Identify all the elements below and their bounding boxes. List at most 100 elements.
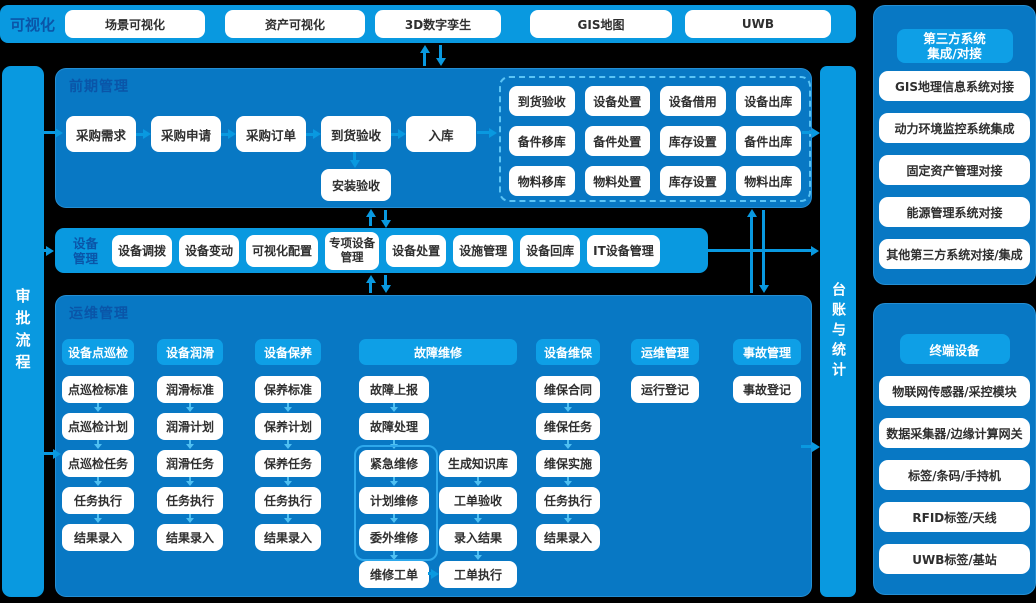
node-arrival-acceptance[interactable]: 到货验收 <box>321 116 391 152</box>
warehouse-operations-group: 到货验收 设备处置 设备借用 设备出库 备件移库 备件处置 库存设置 备件出库 … <box>499 76 811 202</box>
fault-repair-body: 故障上报 故障处理 紧急维修 计划维修 委外维修 维修工单 生成知识库 工单验收 <box>354 376 517 588</box>
ops-header-fault-repair[interactable]: 故障维修 <box>359 339 517 365</box>
ops-header-accident[interactable]: 事故管理 <box>733 339 801 365</box>
node-equipment-return[interactable]: 设备回库 <box>520 234 581 267</box>
small-down-arrow-icon <box>94 403 102 412</box>
node-other-integration[interactable]: 其他第三方系统对接/集成 <box>879 239 1030 269</box>
node-lube-task[interactable]: 润滑任务 <box>157 450 223 477</box>
node-spare-outbound[interactable]: 备件出库 <box>735 126 801 156</box>
small-down-arrow-icon <box>186 440 194 449</box>
node-material-transfer[interactable]: 物料移库 <box>509 166 575 196</box>
terminal-devices-header[interactable]: 终端设备 <box>899 334 1010 364</box>
small-down-arrow-icon <box>390 403 398 412</box>
node-maint-result[interactable]: 结果录入 <box>255 524 321 551</box>
node-scene-visualization[interactable]: 场景可视化 <box>65 10 205 38</box>
ops-header-maintenance[interactable]: 设备保养 <box>255 339 321 365</box>
node-knowledge-base[interactable]: 生成知识库 <box>439 450 517 477</box>
arrow-right-icon <box>44 127 63 138</box>
node-inspection-task[interactable]: 点巡检任务 <box>62 450 134 477</box>
node-installation-acceptance[interactable]: 安装验收 <box>321 169 391 201</box>
node-spare-transfer[interactable]: 备件移库 <box>509 126 575 156</box>
node-purchase-order[interactable]: 采购订单 <box>236 116 306 152</box>
node-emergency-repair[interactable]: 紧急维修 <box>359 450 429 477</box>
node-warranty-task[interactable]: 维保任务 <box>536 413 600 440</box>
node-maint-standard[interactable]: 保养标准 <box>255 376 321 403</box>
terminal-devices-panel: 终端设备 物联网传感器/采控模块 数据采集器/边缘计算网关 标签/条码/手持机 … <box>873 303 1036 595</box>
node-purchase-request[interactable]: 采购申请 <box>151 116 221 152</box>
arrow-right-icon <box>802 127 820 138</box>
node-equipment-disposal[interactable]: 设备处置 <box>584 86 650 116</box>
node-result-entry[interactable]: 录入结果 <box>439 524 517 551</box>
node-equipment-borrow[interactable]: 设备借用 <box>660 86 726 116</box>
node-it-equipment-mgmt[interactable]: IT设备管理 <box>587 234 660 267</box>
node-lube-exec[interactable]: 任务执行 <box>157 487 223 514</box>
node-visual-config[interactable]: 可视化配置 <box>246 234 319 267</box>
node-label-barcode-handheld[interactable]: 标签/条码/手持机 <box>879 460 1030 490</box>
node-stock-setting-2[interactable]: 库存设置 <box>660 166 726 196</box>
node-fault-report[interactable]: 故障上报 <box>359 376 429 403</box>
node-3d-digital-twin[interactable]: 3D数字孪生 <box>375 10 501 38</box>
node-warehousing[interactable]: 入库 <box>406 116 476 152</box>
node-equipment-change[interactable]: 设备变动 <box>179 234 240 267</box>
node-repair-workorder[interactable]: 维修工单 <box>359 561 429 588</box>
node-accident-register[interactable]: 事故登记 <box>733 376 801 403</box>
node-asset-visualization[interactable]: 资产可视化 <box>225 10 365 38</box>
node-equipment-disposal-2[interactable]: 设备处置 <box>386 234 447 267</box>
visualization-bar-label: 可视化 <box>10 16 56 34</box>
ops-header-warranty[interactable]: 设备维保 <box>536 339 600 365</box>
node-inspection-standard[interactable]: 点巡检标准 <box>62 376 134 403</box>
arrow-right-icon <box>136 129 151 139</box>
small-down-arrow-icon <box>94 514 102 523</box>
node-arrival-acceptance-2[interactable]: 到货验收 <box>509 86 575 116</box>
node-lube-result[interactable]: 结果录入 <box>157 524 223 551</box>
arrow-right-icon <box>708 245 819 256</box>
node-facility-mgmt[interactable]: 设施管理 <box>453 234 514 267</box>
node-warranty-result[interactable]: 结果录入 <box>536 524 600 551</box>
small-down-arrow-icon <box>390 440 398 449</box>
node-maint-exec[interactable]: 任务执行 <box>255 487 321 514</box>
node-energy-mgmt-integration[interactable]: 能源管理系统对接 <box>879 197 1030 227</box>
ops-header-lubrication[interactable]: 设备润滑 <box>157 339 223 365</box>
node-outsourced-repair[interactable]: 委外维修 <box>359 524 429 551</box>
node-warranty-exec[interactable]: 任务执行 <box>536 487 600 514</box>
node-material-disposal[interactable]: 物料处置 <box>584 166 650 196</box>
third-party-header[interactable]: 第三方系统 集成/对接 <box>896 29 1013 63</box>
node-purchase-demand[interactable]: 采购需求 <box>66 116 136 152</box>
small-down-arrow-icon <box>564 514 572 523</box>
node-rfid-antenna[interactable]: RFID标签/天线 <box>879 502 1030 532</box>
node-fault-handling[interactable]: 故障处理 <box>359 413 429 440</box>
node-gis-integration[interactable]: GIS地理信息系统对接 <box>879 71 1030 101</box>
node-gis-map[interactable]: GIS地图 <box>530 10 672 38</box>
node-equipment-allocation[interactable]: 设备调拨 <box>112 234 173 267</box>
node-inspection-exec[interactable]: 任务执行 <box>62 487 134 514</box>
node-power-env-monitoring[interactable]: 动力环境监控系统集成 <box>879 113 1030 143</box>
node-lube-plan[interactable]: 润滑计划 <box>157 413 223 440</box>
ops-column-maintenance: 设备保养 保养标准 保养计划 保养任务 任务执行 结果录入 <box>255 339 321 551</box>
node-special-equipment-mgmt[interactable]: 专项设备 管理 <box>325 231 380 270</box>
node-workorder-exec[interactable]: 工单执行 <box>439 561 517 588</box>
node-inspection-plan[interactable]: 点巡检计划 <box>62 413 134 440</box>
ops-column-operation: 运维管理 运行登记 <box>631 339 699 403</box>
node-uwb[interactable]: UWB <box>685 10 831 38</box>
node-maint-task[interactable]: 保养任务 <box>255 450 321 477</box>
node-equipment-outbound[interactable]: 设备出库 <box>735 86 801 116</box>
node-warranty-contract[interactable]: 维保合同 <box>536 376 600 403</box>
ops-header-operation[interactable]: 运维管理 <box>631 339 699 365</box>
node-material-outbound[interactable]: 物料出库 <box>735 166 801 196</box>
fault-repair-left-chain: 故障上报 故障处理 紧急维修 计划维修 委外维修 维修工单 <box>359 376 429 588</box>
node-warranty-impl[interactable]: 维保实施 <box>536 450 600 477</box>
node-inspection-result[interactable]: 结果录入 <box>62 524 134 551</box>
node-iot-sensors[interactable]: 物联网传感器/采控模块 <box>879 376 1030 406</box>
node-maint-plan[interactable]: 保养计划 <box>255 413 321 440</box>
node-workorder-acceptance[interactable]: 工单验收 <box>439 487 517 514</box>
node-lube-standard[interactable]: 润滑标准 <box>157 376 223 403</box>
ops-header-inspection[interactable]: 设备点巡检 <box>62 339 134 365</box>
node-edge-gateway[interactable]: 数据采集器/边缘计算网关 <box>879 418 1030 448</box>
node-uwb-basestation[interactable]: UWB标签/基站 <box>879 544 1030 574</box>
node-operation-register[interactable]: 运行登记 <box>631 376 699 403</box>
node-planned-repair[interactable]: 计划维修 <box>359 487 429 514</box>
node-stock-setting-1[interactable]: 库存设置 <box>660 126 726 156</box>
node-fixed-asset-integration[interactable]: 固定资产管理对接 <box>879 155 1030 185</box>
third-party-panel: 第三方系统 集成/对接 GIS地理信息系统对接 动力环境监控系统集成 固定资产管… <box>873 5 1036 285</box>
node-spare-disposal[interactable]: 备件处置 <box>584 126 650 156</box>
